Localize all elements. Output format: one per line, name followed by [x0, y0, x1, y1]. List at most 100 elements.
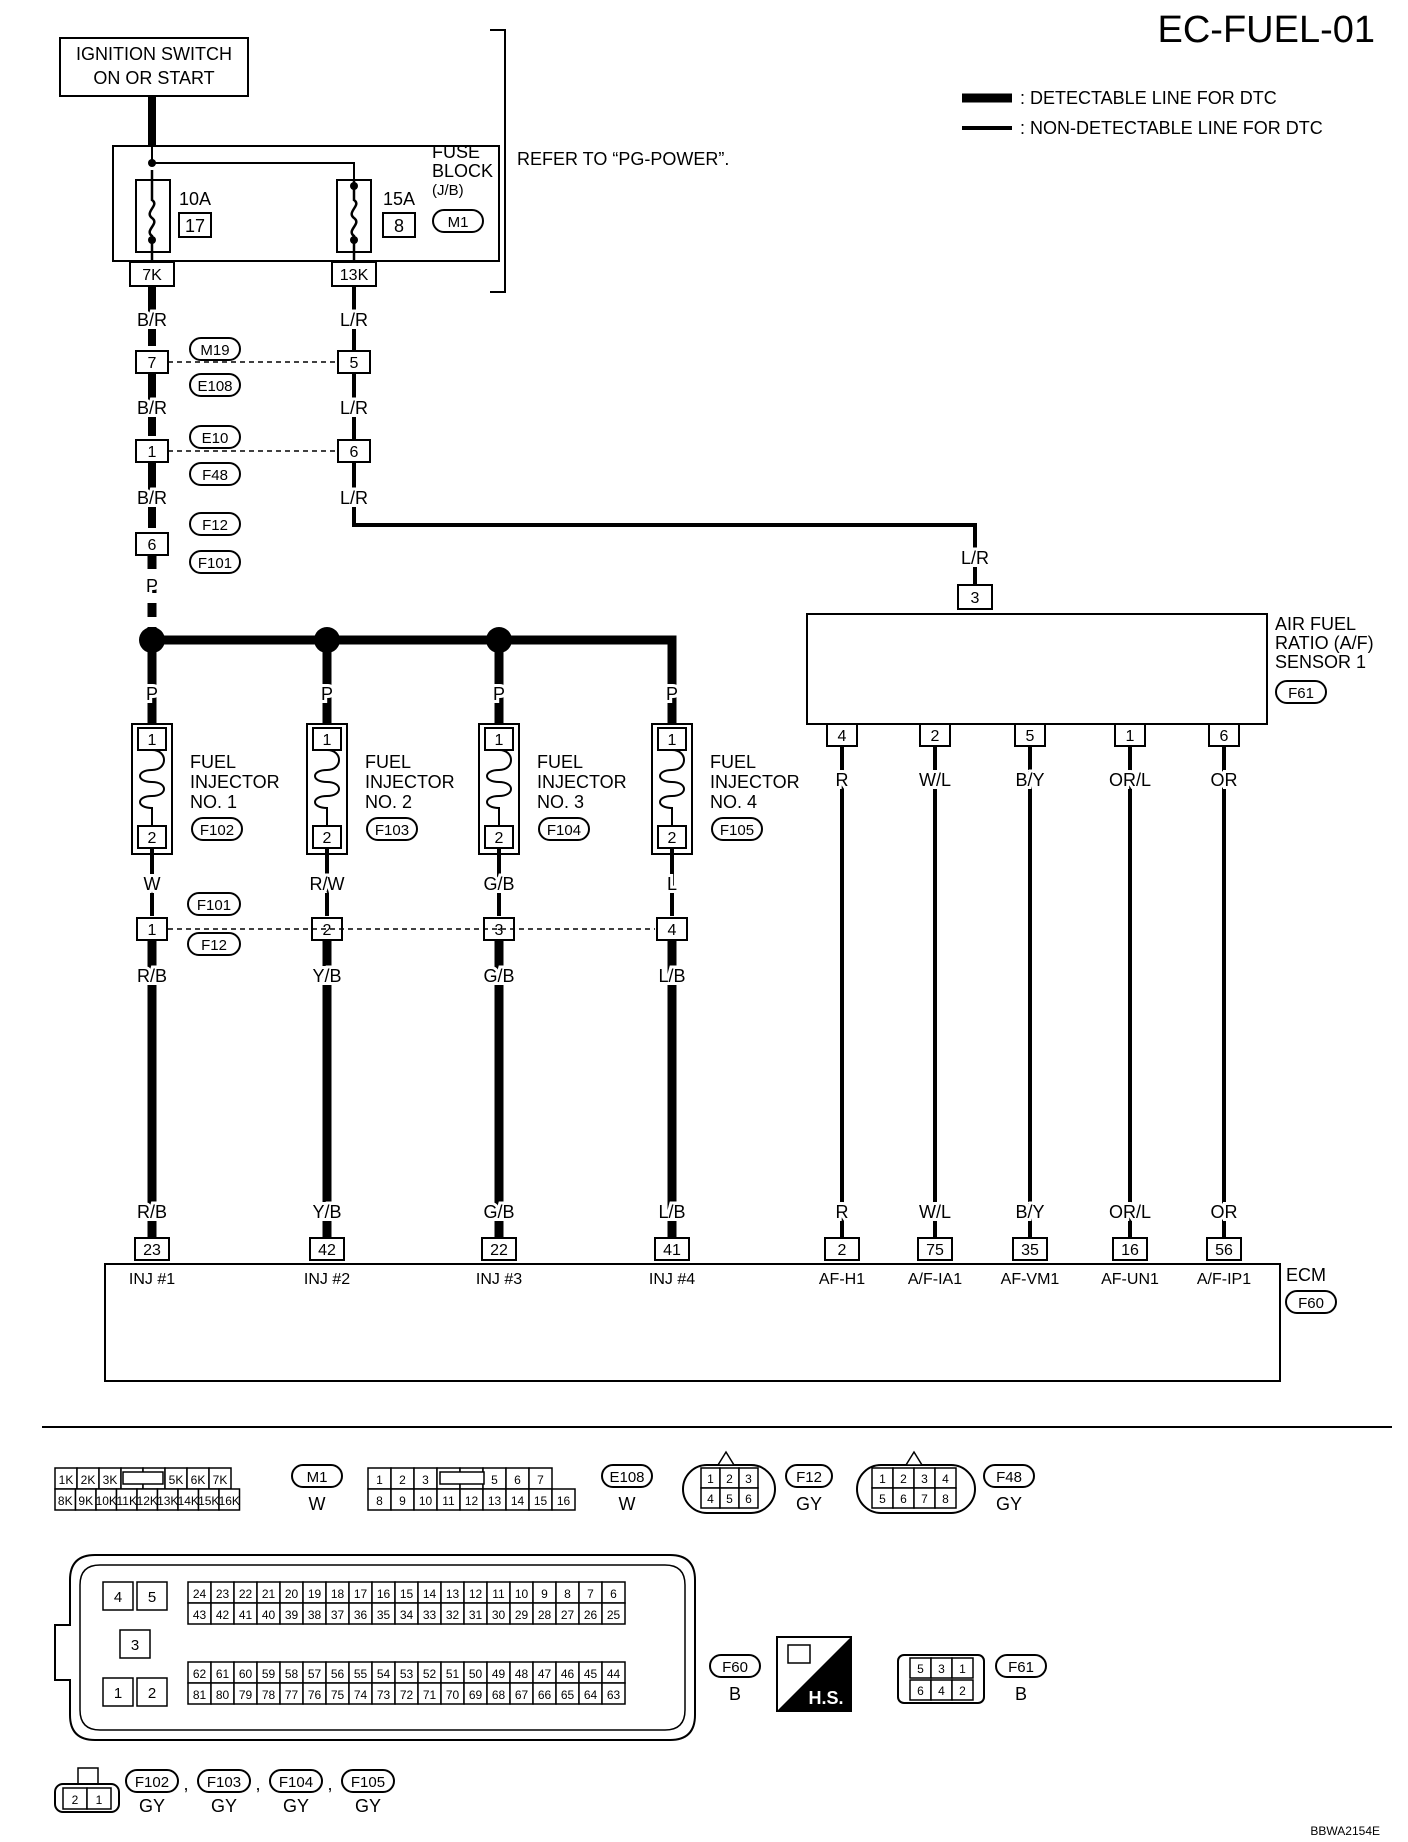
- f60-r3-cell-label: 61: [216, 1667, 230, 1681]
- inj-conn-latch-icon: [77, 1767, 99, 1785]
- f48-row2-cell: [934, 1487, 957, 1509]
- legend-non-detectable: : NON-DETECTABLE LINE FOR DTC: [1020, 118, 1323, 138]
- e108-row2-cell: [551, 1488, 576, 1511]
- conn-m1-color: W: [309, 1494, 326, 1514]
- f48-row1-cell-label: 1: [879, 1472, 886, 1486]
- m1-row1-cell-label: 3K: [103, 1473, 118, 1487]
- injector-4-pin-2-label: 2: [668, 830, 677, 847]
- injector-2-code-oval: [366, 817, 418, 841]
- af-wire-label-4: OR/L: [1109, 770, 1151, 790]
- code-f12: F12: [202, 517, 228, 534]
- conn-f48-color: GY: [996, 1494, 1022, 1514]
- e108-row2-cell-label: 14: [511, 1494, 525, 1508]
- ecm-pin-6: [917, 1237, 953, 1261]
- f48-row1-cell-label: 4: [942, 1472, 949, 1486]
- f60-power-cell: [136, 1581, 168, 1611]
- f101-pin-2-label: 2: [323, 922, 332, 939]
- f60-r3-cell-label: 60: [239, 1667, 253, 1681]
- ecm-pin-name-1: INJ #1: [129, 1271, 175, 1288]
- f61-row1-cell-label: 3: [938, 1662, 945, 1676]
- conn-inj-color-2: GY: [211, 1796, 237, 1816]
- injector-3-label-3: NO. 3: [537, 792, 584, 812]
- injector-3-pin-2-label: 2: [495, 830, 504, 847]
- f12-row2-cell-label: 4: [707, 1492, 714, 1506]
- f60-r2-cell-label: 35: [377, 1608, 391, 1622]
- f48-row1-cell-label: 3: [921, 1472, 928, 1486]
- conn-f48-code-oval: [983, 1464, 1035, 1488]
- fuse-a-number: 17: [185, 216, 205, 236]
- e108-row1-cell-label: 7: [537, 1473, 544, 1487]
- ecm-pin-8-label: 16: [1121, 1242, 1139, 1259]
- m1-row2-cell-label: 13K: [157, 1494, 178, 1508]
- ecm-pin-5-label: 2: [838, 1242, 847, 1259]
- f60-r2-cell-label: 33: [423, 1608, 437, 1622]
- f60-r3-cell-label: 62: [193, 1667, 207, 1681]
- br-label-2: B/R: [137, 398, 167, 418]
- inj-conn-pins-cell: [86, 1787, 112, 1810]
- injector-signal-bottom-label-3: G/B: [483, 1202, 514, 1222]
- f12-row2-cell: [738, 1487, 759, 1509]
- conn-f60-code-oval: [709, 1654, 761, 1678]
- f60-r3-cell-label: 48: [515, 1667, 529, 1681]
- ecm-pin-name-5: AF-H1: [819, 1271, 865, 1288]
- fuse-a-amp: 10A: [179, 189, 211, 209]
- injector-2-label-2: INJECTOR: [365, 772, 455, 792]
- fuse-block-label-1: FUSE: [432, 142, 480, 162]
- e10-pin-6-label: 6: [350, 444, 359, 461]
- ecm-pin-1-label: 23: [143, 1242, 161, 1259]
- f60-r1-cell-label: 15: [400, 1587, 414, 1601]
- f60-r4-cell-label: 63: [607, 1688, 621, 1702]
- conn-inj-color-1: GY: [139, 1796, 165, 1816]
- code-f48-oval: [189, 462, 241, 486]
- f60-r1-cell-label: 24: [193, 1587, 207, 1601]
- m1-row2-cell-label: 15K: [198, 1494, 219, 1508]
- injector-1-label-1: FUEL: [190, 752, 236, 772]
- f60-r1-cell-label: 18: [331, 1587, 345, 1601]
- f60-r4-cell: [601, 1682, 626, 1705]
- lr-label-4: L/R: [961, 548, 989, 568]
- injector-3-code: F104: [547, 822, 581, 839]
- code-f101-oval: [189, 550, 241, 574]
- conn-inj-code-4: F105: [351, 1774, 385, 1791]
- ecm-pin-8: [1112, 1237, 1148, 1261]
- af-wire-label-1: R: [836, 770, 849, 790]
- m1-row2-cell-label: 12K: [137, 1494, 158, 1508]
- f60-r1-cell-label: 20: [285, 1587, 299, 1601]
- code-e108-oval: [189, 373, 241, 397]
- e108-row1-cell-label: 2: [399, 1473, 406, 1487]
- af-pin-3-label: 3: [971, 590, 980, 607]
- ecm-pin-3: [481, 1237, 517, 1261]
- injector-2-label-3: NO. 2: [365, 792, 412, 812]
- refer-text: REFER TO “PG-POWER”.: [517, 149, 729, 169]
- f61-row2-cell: [951, 1679, 974, 1701]
- f60-r1-cell-label: 9: [541, 1587, 548, 1601]
- f61-row2-cell-label: 2: [959, 1684, 966, 1698]
- code-e10: E10: [202, 430, 229, 447]
- f60-r2-cell-label: 32: [446, 1608, 460, 1622]
- conn-f61-color: B: [1015, 1684, 1027, 1704]
- conn-f61-code: F61: [1008, 1659, 1034, 1676]
- injector-out-label-3: G/B: [483, 874, 514, 894]
- f60-r4-cell-label: 66: [538, 1688, 552, 1702]
- f60-r3-cell-label: 47: [538, 1667, 552, 1681]
- injector-out-label-4: L: [667, 874, 677, 894]
- f60-r4-cell-label: 64: [584, 1688, 598, 1702]
- conn-inj-code-2-oval: [197, 1769, 251, 1793]
- f60-r4-cell-label: 67: [515, 1688, 529, 1702]
- f60-r1-cell-label: 11: [492, 1587, 505, 1601]
- fuse-block-code-oval: [432, 209, 484, 233]
- injector-2-label-1: FUEL: [365, 752, 411, 772]
- ecm-pin-3-label: 22: [490, 1242, 508, 1259]
- fuse-a-top-dot: [148, 159, 156, 167]
- injector-1-label-2: INJECTOR: [190, 772, 280, 792]
- code-m19: M19: [200, 342, 229, 359]
- f60-power-cell: [102, 1581, 134, 1611]
- f60-r4-cell-label: 80: [216, 1688, 230, 1702]
- m1-row2-cell-label: 11K: [117, 1494, 137, 1508]
- f60-r3-cell-label: 57: [308, 1667, 322, 1681]
- injector-1-pin-2-label: 2: [148, 830, 157, 847]
- e108-row2-cell-label: 11: [442, 1494, 455, 1508]
- m1-row2-cell-label: 8K: [58, 1494, 73, 1508]
- footer-code: BBWA2154E: [1310, 1824, 1380, 1838]
